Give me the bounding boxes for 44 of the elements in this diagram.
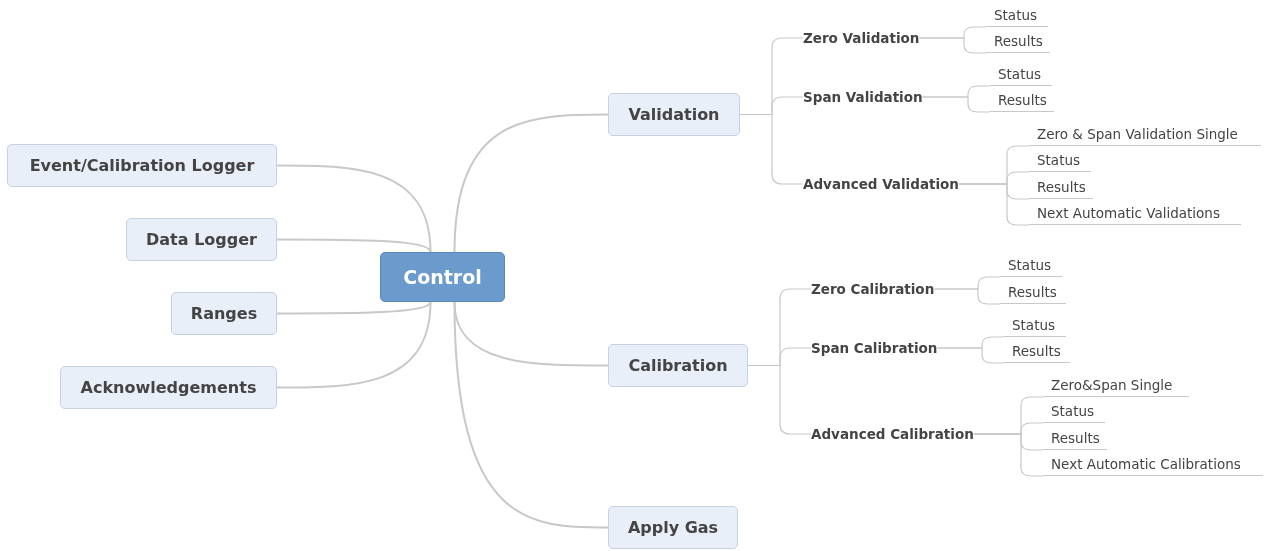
topic-box: Calibration [608,344,748,387]
subtopic-label: Span Calibration [811,337,938,359]
subtopic-label: Advanced Validation [803,173,959,195]
underlined-topic: Status [1029,148,1091,172]
topic-box: Data Logger [126,218,277,261]
topic-box: Ranges [171,292,277,335]
connector-line [973,433,1044,477]
connector-line [936,347,1005,364]
underlined-topic: Status [1043,399,1105,423]
underlined-topic: Results [1000,280,1066,304]
underlined-topic: Zero&Span Single [1043,373,1189,397]
subtopic-label: Zero Validation [803,27,920,49]
subtopic-label: Zero Calibration [811,278,935,300]
connector-line [918,37,987,54]
underlined-topic: Results [1004,339,1070,363]
subtopic-label: Span Validation [803,86,923,108]
underlined-topic: Status [986,3,1048,27]
connector-line [747,364,812,435]
connector-line [933,288,1001,305]
subtopic-label: Advanced Calibration [811,423,974,445]
topic-box: Apply Gas [608,506,738,549]
topic-box: Event/Calibration Logger [7,144,277,187]
connector-line [958,183,1030,226]
central-topic-box: Control [380,252,505,302]
underlined-topic: Zero & Span Validation Single [1029,122,1261,146]
underlined-topic: Next Automatic Validations [1029,201,1241,225]
underlined-topic: Results [1043,426,1107,450]
connector-line [276,301,432,389]
topic-box: Acknowledgements [60,366,277,409]
underlined-topic: Results [990,88,1054,112]
connector-line [276,301,432,315]
underlined-topic: Results [1029,175,1093,199]
underlined-topic: Results [986,29,1050,53]
connector-line [453,301,609,529]
underlined-topic: Status [990,62,1052,86]
topic-box: Validation [608,93,740,136]
connector-line [276,238,432,253]
connector-line [276,164,432,253]
connector-line [922,96,991,113]
underlined-topic: Status [1000,253,1062,277]
connector-line [453,113,609,253]
connector-line [739,113,804,185]
underlined-topic: Status [1004,313,1066,337]
underlined-topic: Next Automatic Calibrations [1043,452,1263,476]
